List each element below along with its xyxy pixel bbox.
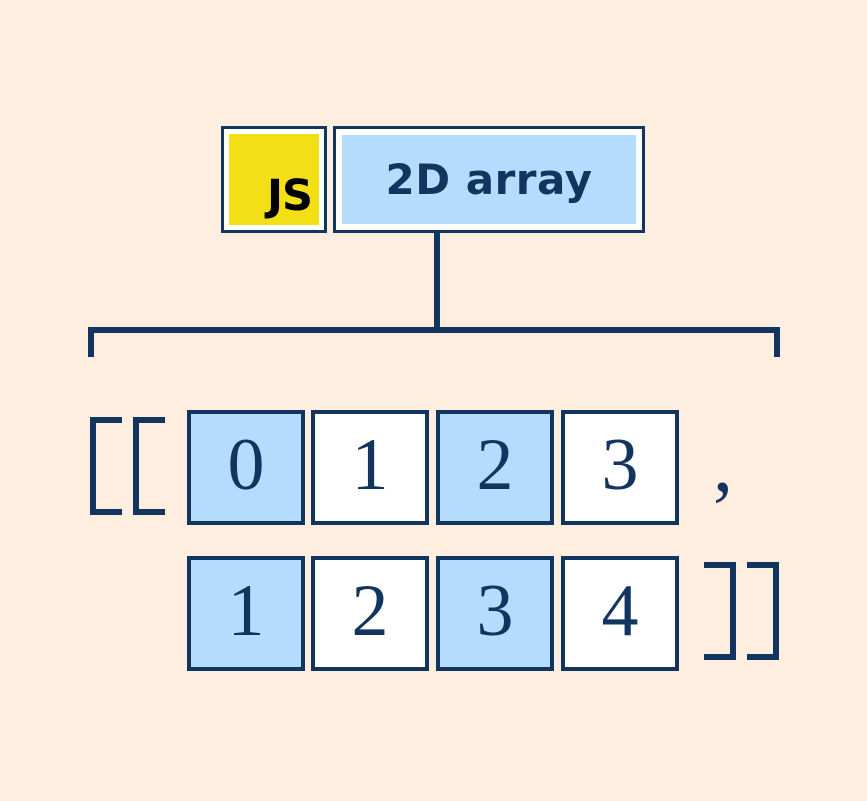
row-separator-comma: , xyxy=(713,421,733,509)
connector-stub-left xyxy=(88,327,94,357)
cell-value: 1 xyxy=(351,423,389,506)
cell-value: 3 xyxy=(601,423,639,506)
cell-value: 0 xyxy=(227,423,265,506)
array-cell-r1c1[interactable]: 2 xyxy=(311,556,429,671)
js-logo-badge: JS xyxy=(221,126,327,233)
array-cell-r1c3[interactable]: 4 xyxy=(561,556,679,671)
connector-vertical-line xyxy=(434,233,440,331)
array-cell-r0c3[interactable]: 3 xyxy=(561,410,679,525)
cell-value: 3 xyxy=(476,569,514,652)
js-logo-label: JS xyxy=(267,171,313,221)
cell-value: 2 xyxy=(476,423,514,506)
open-bracket-inner xyxy=(133,417,165,515)
array-cell-r0c2[interactable]: 2 xyxy=(436,410,554,525)
cell-value: 1 xyxy=(227,569,265,652)
header-node: JS 2D array xyxy=(221,126,645,233)
title-box-inner: 2D array xyxy=(342,135,636,224)
open-bracket-outer xyxy=(90,417,122,515)
close-bracket-outer xyxy=(747,562,779,660)
cell-value: 4 xyxy=(601,569,639,652)
close-bracket-inner xyxy=(704,562,736,660)
array-cell-r1c0[interactable]: 1 xyxy=(187,556,305,671)
title-box: 2D array xyxy=(333,126,645,233)
array-cell-r0c0[interactable]: 0 xyxy=(187,410,305,525)
js-logo-square: JS xyxy=(229,134,319,225)
page-title: 2D array xyxy=(385,154,593,204)
array-cell-r0c1[interactable]: 1 xyxy=(311,410,429,525)
array-cell-r1c2[interactable]: 3 xyxy=(436,556,554,671)
connector-stub-right xyxy=(774,327,780,357)
connector-horizontal-line xyxy=(88,327,780,333)
cell-value: 2 xyxy=(351,569,389,652)
